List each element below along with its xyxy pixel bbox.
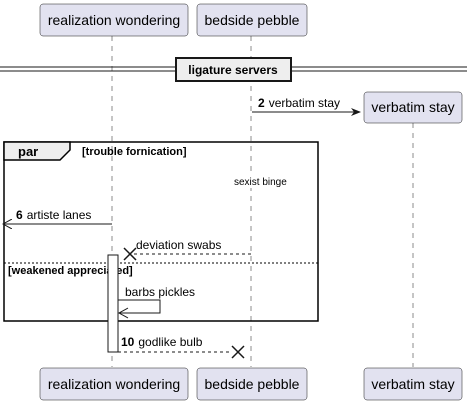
message-barbs-pickles: barbs pickles xyxy=(117,285,195,319)
par-guard-2: [weakened appreciated] xyxy=(8,265,133,277)
message-text: artiste lanes xyxy=(27,208,92,222)
message-text: barbs pickles xyxy=(125,285,195,299)
separator-ligature-servers: ligature servers xyxy=(0,57,467,82)
participant-label: bedside pebble xyxy=(205,12,300,28)
participant-label: realization wondering xyxy=(48,12,180,28)
destroy-cross-icon xyxy=(231,345,245,359)
message-label: 6 artiste lanes xyxy=(16,208,91,222)
participant-label: verbatim stay xyxy=(371,376,454,392)
participant-realization-wondering-top: realization wondering xyxy=(39,3,189,37)
note-sexist-binge: sexist binge xyxy=(228,172,298,188)
message-number: 6 xyxy=(16,208,23,222)
participant-bedside-pebble-top: bedside pebble xyxy=(196,3,308,37)
message-number: 10 xyxy=(121,335,135,349)
participant-label: realization wondering xyxy=(48,376,180,392)
participant-verbatim-stay-bottom: verbatim stay xyxy=(363,367,463,401)
activation-bar xyxy=(107,254,119,353)
message-artiste-lanes: 6 artiste lanes xyxy=(3,208,112,224)
participant-bedside-pebble-bottom: bedside pebble xyxy=(196,367,308,401)
message-number: 2 xyxy=(258,96,265,110)
par-keyword: par xyxy=(18,144,38,159)
arrow-head-icon xyxy=(117,307,129,319)
message-label: 2 verbatim stay xyxy=(258,96,340,110)
separator-label: ligature servers xyxy=(188,63,278,77)
message-text: deviation swabs xyxy=(136,238,221,252)
participant-realization-wondering-bottom: realization wondering xyxy=(39,367,189,401)
message-text: verbatim stay xyxy=(269,96,340,110)
participant-verbatim-stay-top: verbatim stay xyxy=(363,91,463,124)
message-verbatim-stay: 2 verbatim stay xyxy=(252,96,361,116)
message-deviation-swabs: deviation swabs xyxy=(123,238,251,261)
par-guard-1: [trouble fornication] xyxy=(82,146,187,158)
participant-label: bedside pebble xyxy=(205,376,300,392)
participant-label: verbatim stay xyxy=(371,99,454,115)
destroy-cross-icon xyxy=(123,247,137,261)
note-text: sexist binge xyxy=(234,177,287,188)
message-text: godlike bulb xyxy=(138,335,202,349)
par-frame: par [trouble fornication] [weakened appr… xyxy=(3,141,319,322)
